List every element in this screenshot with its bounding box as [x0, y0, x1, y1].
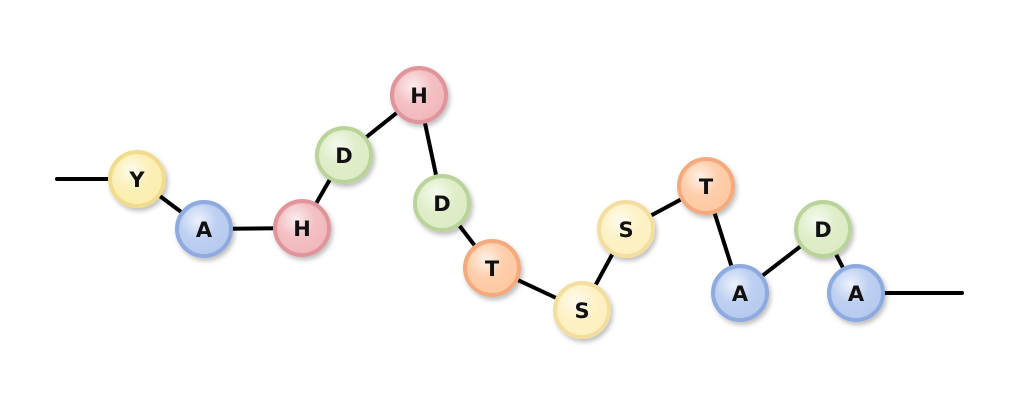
- residue-label: S: [618, 218, 633, 242]
- residue-label: Y: [128, 168, 145, 192]
- residue-bead: S: [597, 200, 655, 258]
- residue-label: D: [433, 192, 450, 216]
- residue-highlight: [278, 204, 326, 252]
- residue-highlight: [832, 269, 880, 317]
- residue-bead: A: [175, 200, 233, 258]
- residue-highlight: [468, 244, 516, 292]
- residue-label: D: [814, 218, 831, 242]
- residue-bead: H: [273, 199, 331, 257]
- residue-bead: D: [315, 126, 373, 184]
- residue-label: D: [335, 144, 352, 168]
- residue-highlight: [395, 71, 443, 119]
- residue-bead: D: [413, 174, 471, 232]
- residue-label: H: [410, 84, 428, 108]
- residue-label: A: [196, 218, 213, 242]
- residue-bead: H: [390, 66, 448, 124]
- residue-highlight: [320, 131, 368, 179]
- residue-highlight: [716, 269, 764, 317]
- residue-label: T: [485, 257, 500, 281]
- residue-highlight: [682, 162, 730, 210]
- residue-label: A: [732, 282, 749, 306]
- residue-highlight: [113, 155, 161, 203]
- residue-bead: D: [794, 200, 852, 258]
- residue-bead: A: [827, 264, 885, 322]
- residue-bead: S: [553, 281, 611, 339]
- residue-highlight: [799, 205, 847, 253]
- residue-bead: T: [677, 157, 735, 215]
- residue-highlight: [558, 286, 606, 334]
- residue-bead: A: [711, 264, 769, 322]
- residue-highlight: [180, 205, 228, 253]
- residue-label: A: [848, 282, 865, 306]
- residue-label: H: [293, 217, 311, 241]
- residue-highlight: [418, 179, 466, 227]
- residue-bead: T: [463, 239, 521, 297]
- residue-label: T: [699, 175, 714, 199]
- residue-bead: Y: [108, 150, 166, 208]
- residue-beads: Y A H D H D T S S T A D A: [108, 66, 885, 339]
- residue-label: S: [574, 299, 589, 323]
- residue-highlight: [602, 205, 650, 253]
